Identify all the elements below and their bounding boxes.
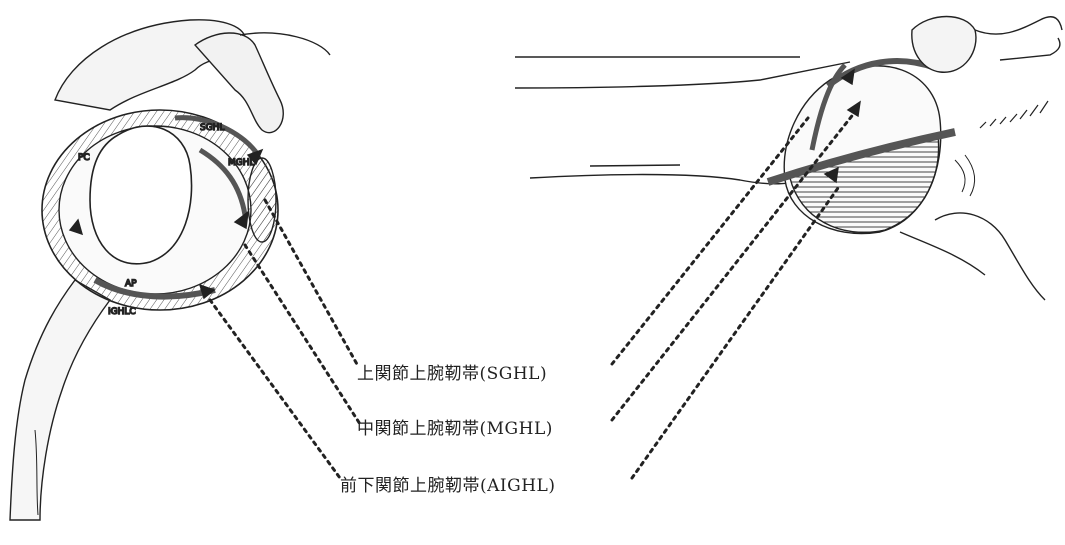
svg-text:IGHLC: IGHLC xyxy=(108,307,136,317)
svg-text:AP: AP xyxy=(125,279,137,289)
label-aighl: 前下関節上腕靭帯(AIGHL) xyxy=(340,471,555,496)
leader-aighl-right xyxy=(632,188,838,478)
leader-sghl-left xyxy=(265,200,358,366)
lateral-view xyxy=(515,17,1062,301)
label-mghl: 中関節上腕靭帯(MGHL) xyxy=(357,414,553,439)
leader-mghl-left xyxy=(245,245,360,424)
svg-text:PC: PC xyxy=(78,153,90,163)
glenoid-fossa xyxy=(90,126,192,264)
glenoid-view: SGHL MGHL IGHLC AP PC xyxy=(10,20,330,520)
scapula-neck xyxy=(10,280,110,520)
leader-aighl-left xyxy=(210,300,340,478)
leader-sghl-right xyxy=(612,118,808,364)
svg-text:SGHL: SGHL xyxy=(200,123,224,133)
coracoid xyxy=(195,33,283,133)
label-sghl: 上関節上腕靭帯(SGHL) xyxy=(357,359,547,384)
svg-text:MGHL: MGHL xyxy=(228,158,255,168)
